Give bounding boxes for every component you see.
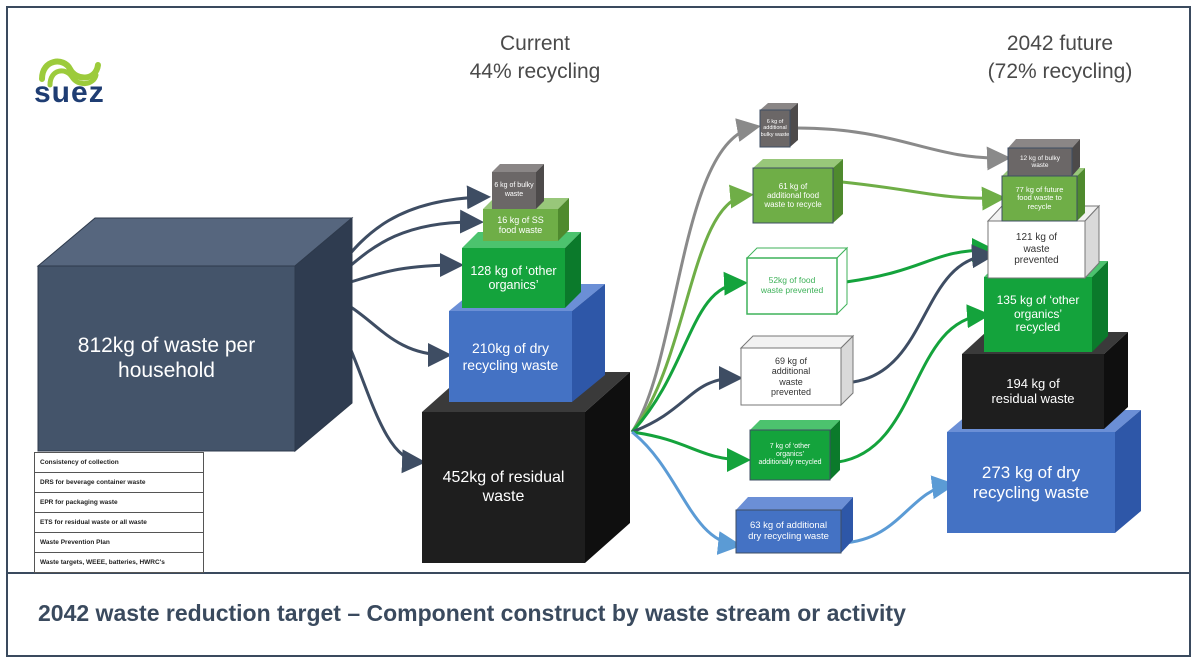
other-organics-future-label: 135 kg of ‘other organics’ recycled xyxy=(996,292,1080,335)
residual-future-label: 194 kg of residual waste xyxy=(991,375,1075,406)
household-cube xyxy=(36,216,354,453)
food-prevented-cube xyxy=(745,246,849,316)
additional-dry-label: 63 kg of additional dry recycling waste xyxy=(748,519,829,542)
other-organics-additional-cube xyxy=(749,420,840,481)
ss-food-label: 16 kg of SS food waste xyxy=(497,214,544,235)
slide-frame xyxy=(6,6,1191,657)
bulky-future-label: 12 kg of bulky waste xyxy=(1019,154,1061,169)
bulky-current-cube xyxy=(492,164,544,209)
future-arrows xyxy=(795,126,1011,545)
future-food-label: 77 kg of future food waste to recycle xyxy=(1015,184,1064,211)
other-organics-additional-label: 7 kg of ‘other organics’ additionally re… xyxy=(758,442,822,467)
future-heading-line2: (72% recycling) xyxy=(987,60,1133,83)
suez-logo-text: suez xyxy=(34,76,105,109)
future-heading: 2042 future (72% recycling) xyxy=(945,30,1175,86)
footer-divider xyxy=(6,572,1191,574)
additional-food-recycle-label: 61 kg of additional food waste to recycl… xyxy=(764,181,822,210)
future-heading-line1: 2042 future xyxy=(1006,32,1114,55)
other-organics-current-label: 128 kg of ‘other organics’ xyxy=(470,263,557,292)
policy-item: Consistency of collection xyxy=(35,453,203,473)
current-heading-line1: Current xyxy=(499,32,571,55)
waste-prevented-future-label: 121 kg of waste prevented xyxy=(1014,232,1059,267)
policy-item: EPR for packaging waste xyxy=(35,493,203,513)
residual-current-label: 452kg of residual waste xyxy=(442,469,565,505)
additional-dry-cube xyxy=(735,497,853,554)
dry-future-label: 273 kg of dry recycling waste xyxy=(972,462,1090,502)
additional-food-recycle-cube xyxy=(752,159,843,224)
policy-item: Waste targets, WEEE, batteries, HWRC's xyxy=(40,559,165,566)
policy-item: Waste Prevention Plan xyxy=(35,533,203,553)
dry-current-label: 210kg of dry recycling waste xyxy=(462,340,559,373)
policy-item: ETS for residual waste or all waste xyxy=(35,513,203,533)
policy-list: Consistency of collection DRS for bevera… xyxy=(34,452,204,573)
bulky-current-label: 6 kg of bulky waste xyxy=(494,182,534,198)
footer-title: 2042 waste reduction target – Component … xyxy=(38,600,906,626)
food-prevented-label: 52kg of food waste prevented xyxy=(760,275,824,295)
bulky-future-cube xyxy=(1007,139,1080,177)
additional-prevented-cube xyxy=(739,334,855,407)
additional-bulky-cube xyxy=(759,103,798,148)
current-heading: Current 44% recycling xyxy=(420,30,650,86)
suez-logo-icon xyxy=(39,58,101,88)
additional-bulky-label: 6 kg of additional bulky waste xyxy=(760,119,790,138)
residual-arrows xyxy=(630,118,761,555)
household-label: 812kg of waste per household xyxy=(77,334,256,382)
policy-item: DRS for beverage container waste xyxy=(35,473,203,493)
additional-prevented-label: 69 kg of additional waste prevented xyxy=(770,355,812,397)
current-heading-line2: 44% recycling xyxy=(469,60,601,83)
